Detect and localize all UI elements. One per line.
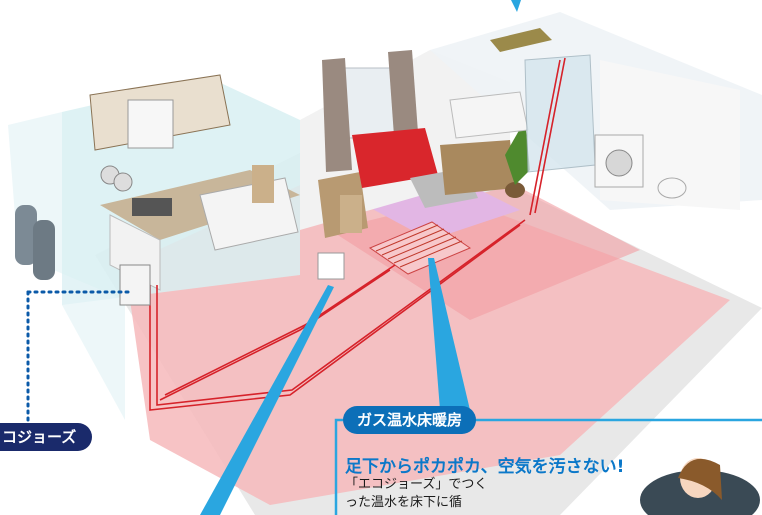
curtain-left — [322, 58, 352, 172]
floor-heating-body: 「エコジョーズ」でつくった温水を床下に循 — [345, 477, 488, 510]
person-hair — [678, 458, 722, 500]
plant-pot — [505, 182, 525, 198]
floor-heating-label: ガス温水床暖房 — [343, 406, 477, 434]
indoor-control-unit — [317, 252, 345, 280]
washer-door — [605, 149, 633, 177]
callout-leaders — [26, 0, 521, 515]
range-hood — [127, 99, 174, 149]
red-sofa — [352, 128, 438, 188]
tv-cabinet — [440, 140, 515, 195]
floor-heating-callout-frame — [334, 418, 343, 515]
floor-heating-headline: 足下からポカポカ、空気を汚さない! — [345, 457, 625, 477]
bathtub — [449, 91, 529, 139]
stove — [132, 198, 172, 216]
hot-water-pipes — [149, 57, 566, 411]
toilet — [657, 177, 687, 199]
wall-left-outer — [8, 112, 125, 420]
water-heater-unit — [119, 264, 151, 306]
gas-cylinder-1 — [15, 205, 37, 265]
boiler-unit-roof — [490, 28, 552, 52]
chair-1 — [340, 195, 362, 233]
gas-cylinder-2 — [33, 220, 55, 280]
ecojoes-label: コジョーズ — [0, 423, 93, 451]
pan-2 — [113, 172, 133, 192]
plant-leaves — [505, 120, 530, 185]
shower-glass — [524, 54, 596, 173]
chair-2 — [252, 165, 274, 203]
